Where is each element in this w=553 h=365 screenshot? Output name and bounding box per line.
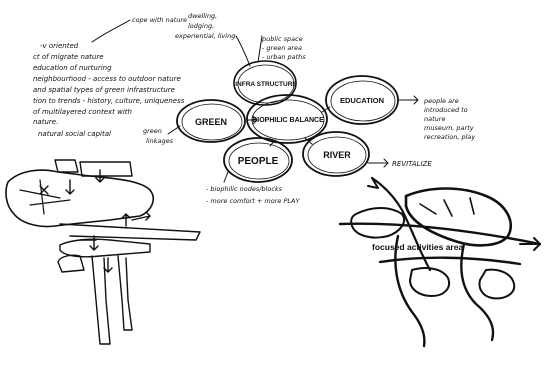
sketch-arrow <box>39 179 75 195</box>
left-site-sketch <box>5 159 201 345</box>
sketch-outline <box>5 169 155 228</box>
bubble-outline <box>330 80 396 122</box>
sketch-outline <box>19 179 71 215</box>
green-note-line: green <box>143 127 162 135</box>
bubble-outline <box>181 103 243 141</box>
sketch-outline <box>59 223 201 241</box>
top-notes: cope with nature dwelling, lodging, expe… <box>91 12 251 67</box>
bubble-river-label: RIVER <box>323 150 351 160</box>
green-note: green linkages <box>143 125 181 145</box>
bubble-green-label: GREEN <box>195 117 227 127</box>
revitalize-note: REVITALIZE <box>367 158 432 168</box>
infra-note-line: - urban paths <box>262 53 306 61</box>
infra-notes: public space - green area - urban paths <box>257 35 306 63</box>
top-note-line: experiential, living <box>175 32 235 40</box>
sketch-outline <box>350 207 406 239</box>
right-site-sketch: focused activities area <box>338 176 542 348</box>
connector-arrow <box>367 158 389 168</box>
bottom-note-line: - biophilic nodes/blocks <box>206 185 283 193</box>
connector-line <box>167 125 181 135</box>
left-note-line: ct of migrate nature <box>33 53 104 61</box>
sketch-outline <box>59 238 151 258</box>
left-note-line: natural social capital <box>38 130 111 138</box>
bubble-education-label: EDUCATION <box>340 96 384 105</box>
sketch-arrow <box>79 211 151 241</box>
connector-line <box>223 171 229 183</box>
sketch-outline <box>79 161 133 177</box>
top-note-line: lodging, <box>188 22 214 30</box>
people-note-line: recreation, play <box>424 133 475 141</box>
connector-line <box>91 19 131 43</box>
sketch-outline <box>378 256 522 266</box>
left-note-line: -v oriented <box>40 42 79 50</box>
connector-arrow <box>304 137 313 145</box>
sketch-outline <box>338 222 542 246</box>
left-notes: -v oriented ct of migrate nature educati… <box>33 42 185 138</box>
sketch-arrow <box>519 237 541 251</box>
connector-arrow <box>235 35 251 67</box>
bubble-biophilic-label: BIOPHILIC BALANCE <box>252 117 324 124</box>
revitalize-label: REVITALIZE <box>392 160 432 168</box>
bubble-outline <box>237 64 295 104</box>
bubble-diagram: INFRA STRUCTURE GREEN BIOPHILIC BALANCE … <box>176 60 399 183</box>
people-note-line: introduced to <box>424 106 468 114</box>
bubble-outline <box>246 94 328 144</box>
sketch-arrow <box>367 177 379 189</box>
sketch-arrow <box>95 169 131 227</box>
people-note-line: nature <box>424 115 445 123</box>
bubble-infrastructure-label: INFRA STRUCTURE <box>235 81 297 88</box>
sketch-outline <box>419 197 475 217</box>
top-note-line: dwelling, <box>188 12 217 20</box>
people-note-line: people are <box>423 97 459 105</box>
left-note-line: tion to trends - history, culture, uniqu… <box>33 97 185 105</box>
sketch-outline <box>54 159 79 173</box>
left-note-line: of multilayered context with <box>33 108 132 116</box>
top-note-line: cope with nature <box>132 16 187 24</box>
bottom-note-line: - more comfort + more PLAY <box>206 197 300 205</box>
left-note-line: neighbourhood - access to outdoor nature <box>33 75 181 83</box>
sketch-outline <box>404 187 513 247</box>
connector-line <box>257 35 263 63</box>
left-note-line: nature. <box>33 118 58 126</box>
connector-arrow <box>269 139 276 147</box>
infra-note-line: - green area <box>262 44 302 52</box>
left-note-line: education of nurturing <box>33 64 112 72</box>
bottom-notes: - biophilic nodes/blocks - more comfort … <box>206 171 300 205</box>
people-note-line: museum, party <box>424 124 474 132</box>
bubble-people-label: PEOPLE <box>238 156 279 167</box>
connector-arrow <box>397 95 419 105</box>
sketch-outline <box>394 234 426 348</box>
people-nature-note: people are introduced to nature museum, … <box>397 95 475 141</box>
sketch-outline <box>91 255 111 345</box>
bubble-outline <box>307 136 367 174</box>
infra-note-line: public space <box>261 35 303 43</box>
sketch-outline <box>370 176 432 272</box>
left-note-line: and spatial types of green infrastructur… <box>33 86 175 94</box>
sketch-outline <box>117 255 133 331</box>
connector-arrow <box>321 106 331 113</box>
bubble-outline <box>228 142 290 180</box>
sketch-outline <box>57 254 85 273</box>
bubble-outline <box>223 137 293 183</box>
sketch-outline <box>478 268 516 300</box>
bubble-outline <box>176 99 246 143</box>
sketch-outline <box>460 242 495 342</box>
focused-activities-label: focused activities area <box>372 242 463 252</box>
connector-arrow <box>246 115 258 125</box>
green-note-line: linkages <box>146 137 174 145</box>
sketch-outline <box>409 267 450 297</box>
sketch-arrow <box>89 235 113 273</box>
bubble-outline <box>302 131 370 177</box>
